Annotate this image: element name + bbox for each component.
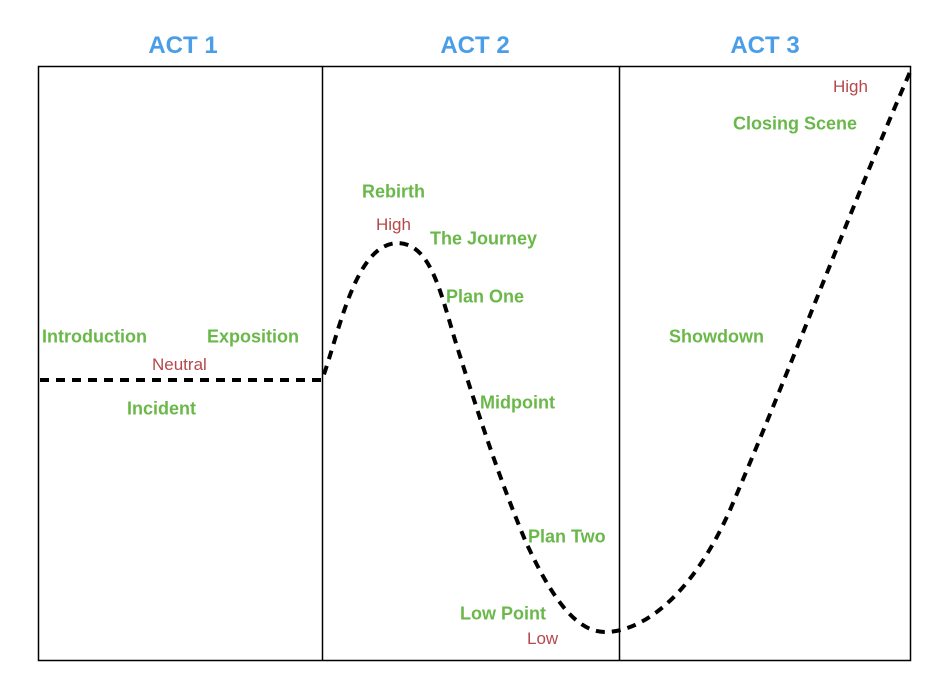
level-high-act2: High [376, 215, 411, 234]
beat-the-journey: The Journey [430, 228, 538, 249]
level-high-act3: High [833, 77, 868, 96]
beat-plan-one: Plan One [446, 286, 525, 307]
act-1-heading: ACT 1 [148, 32, 218, 59]
tension-curve [40, 71, 912, 635]
beat-rebirth: Rebirth [362, 181, 425, 202]
beat-plan-two: Plan Two [528, 526, 606, 547]
act-3-heading: ACT 3 [730, 32, 800, 59]
beat-exposition: Exposition [207, 326, 300, 347]
diagram-frame [37, 65, 912, 662]
beat-showdown: Showdown [669, 326, 764, 347]
beat-introduction: Introduction [42, 326, 147, 347]
beat-low-point: Low Point [460, 603, 546, 624]
beat-incident: Incident [127, 398, 197, 419]
beat-midpoint: Midpoint [480, 392, 555, 413]
level-neutral: Neutral [152, 355, 207, 374]
level-low: Low [527, 629, 559, 648]
beat-closing-scene: Closing Scene [733, 113, 858, 134]
act-2-heading: ACT 2 [440, 32, 510, 59]
